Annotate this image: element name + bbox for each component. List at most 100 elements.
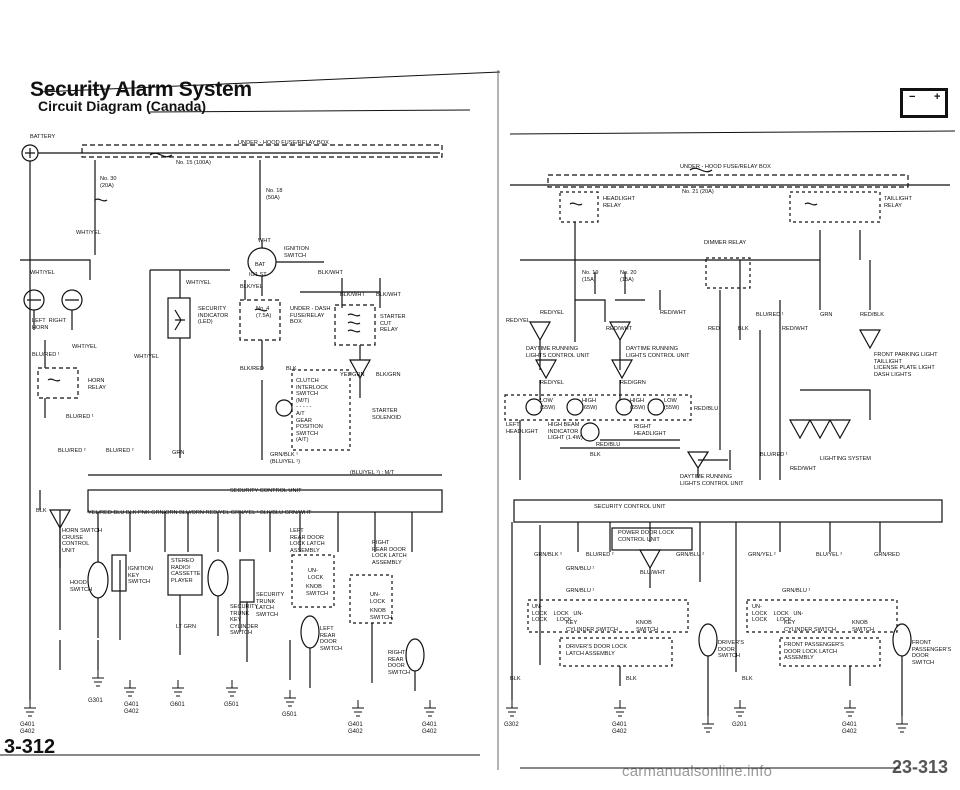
label-bluwht: BLU/WHT	[640, 570, 666, 576]
label-horns: LEFT RIGHT HORN	[32, 318, 67, 331]
label-grnblu-3: GRN/BLU ¹	[566, 588, 595, 594]
label-key-cylinder-passenger: KEY CYLINDER SWITCH	[784, 620, 836, 633]
label-battery: BATTERY	[30, 134, 56, 140]
label-unlock-left: UN- LOCK	[308, 568, 324, 581]
ground-g201: G201	[732, 722, 747, 728]
label-redwht-2: RED/WHT	[606, 326, 633, 332]
label-lighting-system: LIGHTING SYSTEM	[820, 456, 871, 462]
label-stereo: STEREO RADIO/ CASSETTE PLAYER	[171, 558, 201, 584]
label-headlight-relay: HEADLIGHT RELAY	[603, 196, 636, 209]
label-whtyel-3: WHT/YEL	[186, 280, 211, 286]
label-yelgrn: YEL/GRN	[340, 372, 365, 378]
label-front-parking: FRONT PARKING LIGHT TAILLIGHT LICENSE PL…	[874, 352, 938, 378]
label-redwht-4: RED/WHT	[790, 466, 817, 472]
ground-g401-2: G401 G402	[124, 702, 139, 715]
label-bluyel-r: BLU/YEL ²	[816, 552, 843, 558]
label-passenger-door-switch: FRONT PASSENGER'S DOOR SWITCH	[912, 640, 952, 666]
label-high-beam: HIGH BEAM INDICATOR LIGHT (1.4W)	[548, 422, 583, 442]
label-scu-left: SECURITY CONTROL UNIT	[230, 488, 302, 494]
label-redwht-3: RED/WHT	[782, 326, 809, 332]
label-blkgrn: BLK/GRN	[376, 372, 401, 378]
label-unlock-right: UN- LOCK	[370, 592, 386, 605]
label-blkwht-2: BLK/WHT	[340, 292, 365, 298]
label-blk-r2: BLK	[590, 452, 601, 458]
label-knob-left: KNOB SWITCH	[306, 584, 329, 597]
label-right-rear-latch: RIGHT REAR DOOR LOCK LATCH ASSEMBLY	[372, 540, 407, 566]
label-redyel-3: RED/YEL	[540, 380, 564, 386]
page-title: Security Alarm System	[30, 78, 252, 101]
label-wht: WHT	[258, 238, 271, 244]
label-redblu-1: RED/BLU	[694, 406, 719, 412]
label-bat: BAT	[255, 262, 266, 268]
label-dimmer-relay: DIMMER RELAY	[704, 240, 747, 246]
label-clutch-interlock: CLUTCH INTERLOCK SWITCH (M/T) - - - - - …	[296, 378, 329, 444]
label-low-1: LOW (55W)	[540, 398, 556, 411]
label-whtyel-5: WHT/YEL	[134, 354, 159, 360]
label-knob-passenger: KNOB SWITCH	[852, 620, 875, 633]
label-blk-r1: BLK	[738, 326, 749, 332]
label-underdash: UNDER - DASH FUSE/RELAY BOX	[290, 306, 331, 326]
label-drl-3: DAYTIME RUNNING LIGHTS CONTROL UNIT	[680, 474, 744, 487]
label-hood-switch: HOOD SWITCH	[70, 580, 93, 593]
label-starter-solenoid: STARTER SOLENOID	[372, 408, 401, 421]
label-redwht-1: RED/WHT	[660, 310, 687, 316]
label-scu-right: SECURITY CONTROL UNIT	[594, 504, 666, 510]
ground-g401-r2: G401 G402	[842, 722, 857, 735]
ground-g401-r1: G401 G402	[612, 722, 627, 735]
label-grnblk-r: GRN/BLK ²	[534, 552, 562, 558]
ground-g501-2: G501	[282, 712, 297, 718]
label-blured-r3: BLU/RED ²	[586, 552, 614, 558]
label-redgrn-1: RED/GRN	[620, 380, 646, 386]
label-ignition-key: IGNITION KEY SWITCH	[128, 566, 153, 586]
label-wire-row: YEL/RED BLU BLK PNK GRN/ORN BLU/ORN RED/…	[88, 510, 312, 516]
label-grnblu-1: GRN/BLU ¹	[566, 566, 595, 572]
label-blk-1: BLK	[286, 366, 297, 372]
label-security-trunk: SECURITY TRUNK LATCH SWITCH	[256, 592, 285, 618]
label-whtyel-1: WHT/YEL	[76, 230, 101, 236]
label-left-rear-latch: LEFT REAR DOOR LOCK LATCH ASSEMBLY	[290, 528, 325, 554]
label-redyel-1: RED/YEL	[506, 318, 530, 324]
label-blkyel: BLK/YEL	[240, 284, 263, 290]
label-blk-r5: BLK	[742, 676, 753, 682]
label-grnblu-4: GRN/BLU ¹	[782, 588, 811, 594]
label-mt-note: (BLU/YEL ¹) : M/T	[350, 470, 395, 476]
label-right-rear-door-switch: RIGHT REAR DOOR SWITCH	[388, 650, 411, 676]
label-fuse30: No. 30 (20A)	[100, 176, 117, 189]
page-subtitle: Circuit Diagram (Canada)	[38, 98, 207, 114]
page-number-left: 3-312	[4, 736, 56, 758]
label-blured-top: BLU/RED ¹	[32, 352, 60, 358]
label-ignition: IGNITION SWITCH	[284, 246, 309, 259]
label-high-1: HIGH (65W)	[582, 398, 598, 411]
label-grnblk-bluyel: GRN/BLK ¹ (BLU/YEL ¹)	[270, 452, 300, 465]
battery-section-icon: −+	[900, 88, 948, 118]
label-grnblu-2: GRN/BLU ²	[676, 552, 705, 558]
label-red: RED	[708, 326, 720, 332]
label-whtyel-2: WHT/YEL	[30, 270, 55, 276]
label-grnyel: GRN/YEL ²	[748, 552, 776, 558]
page-number-right: 23-313	[892, 757, 949, 777]
label-blk-r3: BLK	[510, 676, 521, 682]
label-fuse15: No. 15 (100A)	[176, 160, 211, 166]
label-blkred: BLK/RED	[240, 366, 264, 372]
label-blkwht-3: BLK/WHT	[376, 292, 401, 298]
label-ltgrn: LT GRN	[176, 624, 196, 630]
label-drl-1: DAYTIME RUNNING LIGHTS CONTROL UNIT	[526, 346, 590, 359]
label-blk-2: BLK	[36, 508, 47, 514]
label-horn-relay: HORN RELAY	[88, 378, 106, 391]
label-horn-switch: HORN SWITCH CRUISE CONTROL UNIT	[62, 528, 103, 554]
ground-g401-1: G401 G402	[20, 722, 35, 735]
label-left-rear-door-switch: LEFT REAR DOOR SWITCH	[320, 626, 343, 652]
label-blured-3: BLU/RED ²	[58, 448, 86, 454]
label-high-2: HIGH (65W)	[630, 398, 646, 411]
label-fuse21: No. 21 (20A)	[682, 189, 714, 195]
watermark: carmanualsonline.info	[622, 763, 773, 780]
label-low-2: LOW (55W)	[664, 398, 680, 411]
label-right-headlight: RIGHT HEADLIGHT	[634, 424, 667, 437]
label-blured-4: BLU/RED ²	[106, 448, 134, 454]
label-grn-left: GRN	[172, 450, 185, 456]
ground-g501-1: G501	[224, 702, 239, 708]
label-blured-r1: BLU/RED ¹	[756, 312, 784, 318]
label-redblu-2: RED/BLU	[596, 442, 621, 448]
label-locks-driver: UN- LOCK LOCK UN- LOCK LOCK	[532, 604, 584, 624]
